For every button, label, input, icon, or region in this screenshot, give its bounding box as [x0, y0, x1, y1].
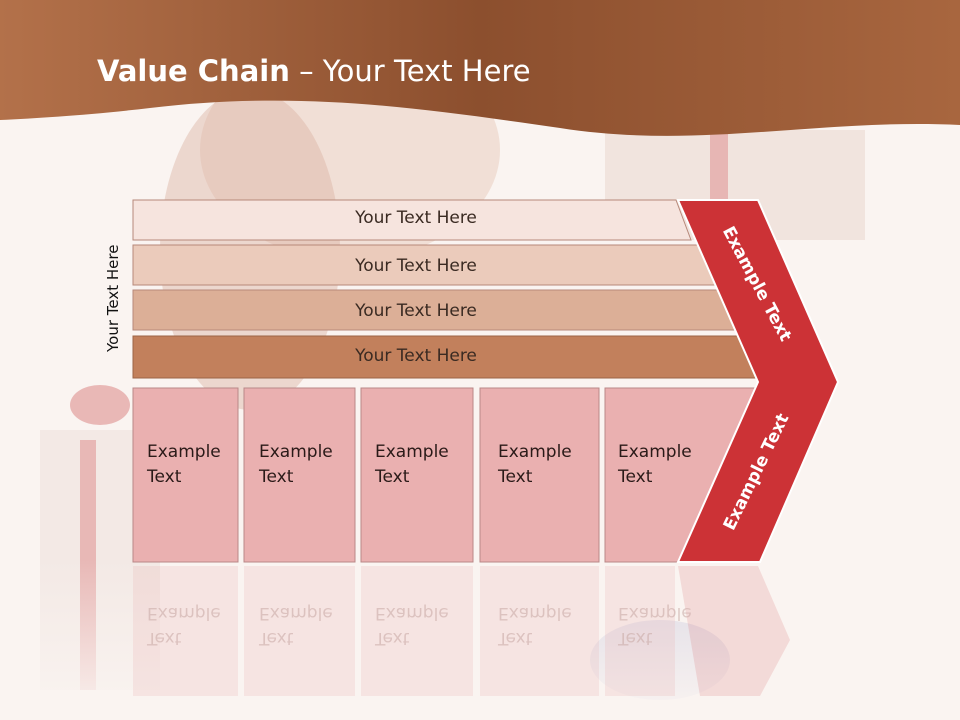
band-label-3: Your Text Here [355, 301, 477, 321]
column-4-shape [479, 387, 600, 563]
band-label-4: Your Text Here [355, 346, 477, 366]
chevron-shape [676, 199, 840, 563]
band-1-shape [132, 199, 692, 241]
column-1-shape [132, 387, 239, 563]
header-band [0, 0, 960, 136]
band-label-1: Your Text Here [355, 208, 477, 228]
column-3-shape [360, 387, 474, 563]
column-2-shape [243, 387, 356, 563]
side-label: Your Text Here [104, 244, 122, 352]
band-label-2: Your Text Here [355, 256, 477, 276]
page-title: Value Chain – Your Text Here [97, 54, 531, 88]
